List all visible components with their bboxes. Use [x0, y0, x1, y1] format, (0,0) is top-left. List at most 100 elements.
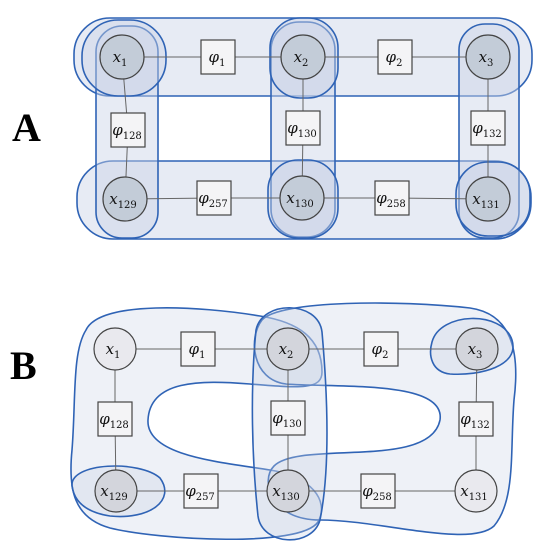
factor-node-phi258 — [360, 473, 396, 509]
variable-label-x131: x131 — [460, 482, 488, 503]
variable-label-x129-subscript: 129 — [118, 200, 137, 211]
factor-label-phi257-base: φ — [185, 482, 196, 500]
variable-label-x1-base: x — [113, 48, 122, 66]
variable-label-x1: x1 — [113, 48, 128, 69]
variable-label-x129: x129 — [109, 190, 137, 211]
variable-label-x1-subscript: 1 — [121, 58, 127, 69]
variable-label-x3-subscript: 3 — [487, 58, 493, 69]
factor-label-phi2: φ2 — [386, 48, 403, 69]
variable-node-x130 — [279, 175, 325, 221]
variable-label-x130: x130 — [272, 482, 300, 503]
variable-label-x129-base: x — [109, 190, 118, 208]
factor-node-phi257 — [196, 180, 232, 216]
variable-label-x131-subscript: 131 — [481, 200, 500, 211]
variable-label-x3: x3 — [468, 340, 483, 361]
variable-label-x2-base: x — [279, 340, 288, 358]
variable-label-x2: x2 — [279, 340, 294, 361]
factor-label-phi1-base: φ — [189, 340, 200, 358]
factor-label-phi257-subscript: 257 — [196, 492, 215, 503]
factor-label-phi2: φ2 — [372, 340, 389, 361]
factor-label-phi132-subscript: 132 — [483, 129, 502, 140]
factor-label-phi132: φ132 — [460, 410, 490, 431]
factor-label-phi132-base: φ — [460, 410, 471, 428]
variable-node-x131 — [465, 176, 511, 222]
factor-label-phi2-subscript: 2 — [396, 58, 402, 69]
variable-label-x131-subscript: 131 — [469, 492, 488, 503]
factor-label-phi2-base: φ — [372, 340, 383, 358]
variable-node-x1 — [99, 34, 145, 80]
variable-node-x3 — [465, 34, 511, 80]
variable-label-x3: x3 — [479, 48, 494, 69]
factor-label-phi132-base: φ — [472, 119, 483, 137]
factor-label-phi132: φ132 — [472, 119, 502, 140]
variable-node-x3 — [455, 327, 499, 371]
variable-label-x1: x1 — [106, 340, 121, 361]
variable-label-x3-subscript: 3 — [476, 350, 482, 361]
variable-label-x130-subscript: 130 — [281, 492, 300, 503]
factor-label-phi130: φ130 — [287, 119, 317, 140]
factor-label-phi130-subscript: 130 — [283, 419, 302, 430]
factor-label-phi258-base: φ — [376, 189, 387, 207]
factor-label-phi257: φ257 — [185, 482, 215, 503]
factor-node-phi128 — [110, 112, 146, 148]
variable-label-x131-base: x — [472, 190, 481, 208]
variable-label-x130: x130 — [286, 189, 314, 210]
variable-label-x2-subscript: 2 — [287, 350, 293, 361]
factor-label-phi258-subscript: 258 — [387, 199, 406, 210]
factor-label-phi128: φ128 — [99, 410, 129, 431]
factor-node-phi1 — [200, 39, 236, 75]
factor-label-phi1-subscript: 1 — [219, 58, 225, 69]
factor-node-phi130 — [285, 110, 321, 146]
factor-label-phi132-subscript: 132 — [471, 420, 490, 431]
factor-label-phi258-base: φ — [362, 482, 373, 500]
factor-node-phi128 — [97, 401, 133, 437]
variable-label-x3-base: x — [468, 340, 477, 358]
variable-label-x129-base: x — [100, 482, 109, 500]
factor-label-phi128-subscript: 128 — [123, 131, 142, 142]
variable-label-x1-base: x — [106, 340, 115, 358]
factor-node-phi130 — [270, 400, 306, 436]
factor-label-phi130-base: φ — [272, 409, 283, 427]
factor-label-phi130: φ130 — [272, 409, 302, 430]
factor-label-phi128-base: φ — [99, 410, 110, 428]
factor-label-phi2-subscript: 2 — [382, 350, 388, 361]
variable-label-x1-subscript: 1 — [114, 350, 120, 361]
factor-label-phi1-subscript: 1 — [199, 350, 205, 361]
factor-label-phi258-subscript: 258 — [373, 492, 392, 503]
factor-label-phi1: φ1 — [209, 48, 226, 69]
variable-label-x2-subscript: 2 — [302, 58, 308, 69]
factor-label-phi257: φ257 — [198, 189, 228, 210]
factor-node-phi1 — [180, 331, 216, 367]
factor-label-phi128-base: φ — [112, 121, 123, 139]
variable-label-x131: x131 — [472, 190, 500, 211]
factor-node-phi132 — [458, 401, 494, 437]
variable-node-x1 — [93, 327, 137, 371]
variable-label-x2-base: x — [294, 48, 303, 66]
factor-label-phi257-base: φ — [198, 189, 209, 207]
variable-label-x130-subscript: 130 — [295, 199, 314, 210]
factor-label-phi128-subscript: 128 — [110, 420, 129, 431]
factor-label-phi2-base: φ — [386, 48, 397, 66]
factor-node-phi2 — [363, 331, 399, 367]
factor-label-phi130-base: φ — [287, 119, 298, 137]
variable-label-x3-base: x — [479, 48, 488, 66]
variable-label-x129-subscript: 129 — [109, 492, 128, 503]
variable-node-x131 — [454, 469, 498, 513]
factor-label-phi257-subscript: 257 — [209, 199, 228, 210]
panel-letter-a: A — [12, 105, 41, 150]
factor-label-phi1: φ1 — [189, 340, 206, 361]
factor-label-phi258: φ258 — [362, 482, 392, 503]
variable-node-x129 — [94, 469, 138, 513]
factor-label-phi1-base: φ — [209, 48, 220, 66]
factor-node-phi257 — [183, 473, 219, 509]
variable-label-x129: x129 — [100, 482, 128, 503]
variable-node-x2 — [280, 34, 326, 80]
variable-node-x2 — [266, 327, 310, 371]
factor-node-phi132 — [470, 110, 506, 146]
factor-label-phi130-subscript: 130 — [298, 129, 317, 140]
